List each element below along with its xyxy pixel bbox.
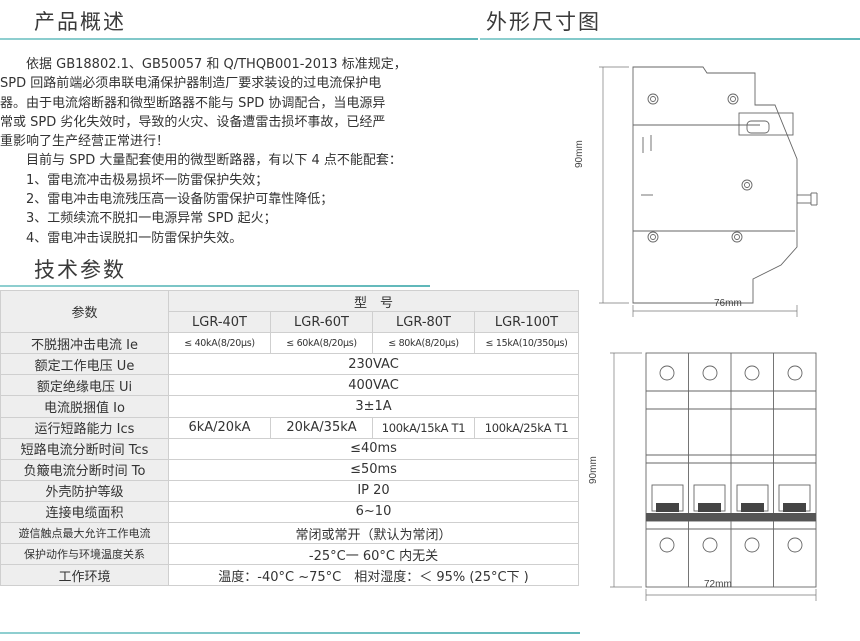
row-label: 保护动作与环境温度关系 bbox=[0, 543, 169, 566]
dimensions-title-rule bbox=[480, 38, 860, 40]
front-view-height-label: 90mm bbox=[588, 456, 599, 484]
toggle-handle bbox=[656, 503, 679, 512]
table-row: 短路电流分断时间 Tcs ≤40ms bbox=[0, 437, 580, 460]
terminal-screw bbox=[702, 537, 718, 553]
table-cell: ≤ 60kA(8/20μs) bbox=[270, 332, 373, 355]
model-cell: LGR-100T bbox=[473, 311, 580, 334]
toggle-handle bbox=[698, 503, 721, 512]
terminal-screw bbox=[744, 537, 760, 553]
terminal-screw bbox=[702, 365, 718, 381]
front-view-width-label: 72mm bbox=[704, 579, 732, 590]
model-cell: LGR-60T bbox=[270, 311, 373, 334]
table-row: 额定工作电压 Ue 230VAC bbox=[0, 353, 580, 376]
overview-text: 依据 GB18802.1、GB50057 和 Q/THQB001-2013 标准… bbox=[0, 55, 480, 248]
bottom-rule bbox=[0, 632, 580, 634]
table-cell: 400VAC bbox=[167, 374, 580, 397]
table-row: 外壳防护等级 IP 20 bbox=[0, 479, 580, 502]
table-cell: 常闭或常开（默认为常闭） bbox=[167, 522, 580, 545]
overview-line: 目前与 SPD 大量配套使用的微型断路器，有以下 4 点不能配套： bbox=[26, 153, 402, 169]
row-label: 遊信触点最大允许工作电流 bbox=[0, 522, 169, 545]
terminal-screw bbox=[787, 537, 803, 553]
params-title-rule bbox=[0, 285, 430, 287]
row-label: 连接电缆面积 bbox=[0, 500, 169, 524]
table-cell: ≤40ms bbox=[167, 437, 580, 460]
table-cell: 温度：-40°C ~75°C 相对湿度：＜ 95% (25°C下 ) bbox=[167, 564, 580, 587]
terminal-screw bbox=[659, 365, 675, 381]
table-cell: ≤ 15kA(10/350μs) bbox=[473, 332, 580, 355]
screw-hole bbox=[731, 231, 743, 243]
table-cell: 100kA/25kA T1 bbox=[473, 416, 580, 439]
terminal-screw bbox=[787, 365, 803, 381]
table-cell: 20kA/35kA bbox=[270, 416, 373, 439]
table-cell: ≤ 40kA(8/20μs) bbox=[168, 332, 271, 355]
side-view-drawing bbox=[599, 66, 818, 317]
table-row: 负簸电流分断时间 To ≤50ms bbox=[0, 458, 580, 481]
overview-list-item: 1、雷电流冲击极易损坏一防雷保护失效； bbox=[26, 172, 269, 188]
side-view-outline bbox=[632, 66, 798, 304]
overview-line: 常或 SPD 劣化失效时，导致的火灾、设备遭雷击损坏事故，已经严 bbox=[0, 114, 386, 130]
side-view-height-label: 90mm bbox=[574, 140, 585, 168]
table-cell: ≤50ms bbox=[167, 458, 580, 481]
terminal-screw bbox=[744, 365, 760, 381]
overview-title: 产品概述 bbox=[34, 10, 126, 34]
row-label: 电流脱捆值 Io bbox=[0, 395, 169, 418]
table-cell: IP 20 bbox=[167, 479, 580, 502]
terminal-screw bbox=[659, 537, 675, 553]
row-label: 额定工作电压 Ue bbox=[0, 353, 169, 376]
screw-hole bbox=[741, 179, 753, 191]
table-row: 保护动作与环境温度关系 -25°C一 60°C 内无关 bbox=[0, 543, 580, 566]
table-cell: 230VAC bbox=[167, 353, 580, 376]
model-cell: LGR-80T bbox=[372, 311, 475, 334]
overview-list-item: 3、工频续流不脱扣一电源异常 SPD 起火； bbox=[26, 211, 277, 227]
row-label: 额定绝缘电压 Ui bbox=[0, 374, 169, 397]
table-row: 连接电缆面积 6~10 bbox=[0, 500, 580, 524]
screw-hole bbox=[647, 93, 659, 105]
screw-hole bbox=[647, 231, 659, 243]
row-label: 运行短路能力 Ics bbox=[0, 416, 169, 439]
side-view-width-label: 76mm bbox=[714, 298, 742, 309]
table-header-row: 参数 型 号 bbox=[0, 289, 580, 334]
table-cell: 3±1A bbox=[167, 395, 580, 418]
overview-line: 器。由于电流熔断器和微型断路器不能与 SPD 协调配合，当电源异 bbox=[0, 95, 386, 111]
table-cell: -25°C一 60°C 内无关 bbox=[167, 543, 580, 566]
overview-title-rule bbox=[0, 38, 478, 40]
table-cell: 6~10 bbox=[167, 500, 580, 524]
din-rail-bar bbox=[646, 513, 816, 521]
row-label: 负簸电流分断时间 To bbox=[0, 458, 169, 481]
overview-line: 依据 GB18802.1、GB50057 和 Q/THQB001-2013 标准… bbox=[26, 57, 407, 72]
dimensions-title: 外形尺寸图 bbox=[486, 10, 601, 34]
row-label: 短路电流分断时间 Tcs bbox=[0, 437, 169, 460]
model-header-cell: 型 号 bbox=[167, 289, 580, 313]
overview-list-item: 4、雷电冲击误脱扣一防雷保护失效。 bbox=[26, 230, 243, 246]
toggle-handle bbox=[783, 503, 806, 512]
row-label: 外壳防护等级 bbox=[0, 479, 169, 502]
params-title: 技术参数 bbox=[34, 258, 126, 282]
screw-hole bbox=[727, 93, 739, 105]
model-row: LGR-40T LGR-60T LGR-80T LGR-100T bbox=[1, 311, 580, 334]
row-label: 不脱捆冲击电流 Ie bbox=[0, 332, 169, 355]
table-row: 遊信触点最大允许工作电流 常闭或常开（默认为常闭） bbox=[0, 522, 580, 545]
table-cell: 6kA/20kA bbox=[168, 416, 271, 439]
parameter-table: 参数 型 号 LGR-40T LGR-60T LGR-80T LGR-100T … bbox=[0, 289, 580, 587]
table-cell: 100kA/15kA T1 bbox=[372, 416, 475, 439]
overview-line: 重影响了生产经营正常进行！ bbox=[0, 134, 170, 150]
table-row: 电流脱捆值 Io 3±1A bbox=[0, 395, 580, 418]
row-label: 工作环境 bbox=[0, 564, 169, 587]
overview-line: SPD 回路前端必须串联电涌保护器制造厂要求装设的过电流保护电 bbox=[0, 76, 382, 92]
model-cell: LGR-40T bbox=[168, 311, 271, 334]
front-view-drawing bbox=[610, 352, 817, 601]
param-header-cell: 参数 bbox=[0, 289, 169, 334]
table-row: 不脱捆冲击电流 Ie ≤ 40kA(8/20μs) ≤ 60kA(8/20μs)… bbox=[0, 332, 580, 355]
table-row: 运行短路能力 Ics 6kA/20kA 20kA/35kA 100kA/15kA… bbox=[0, 416, 580, 439]
table-row: 额定绝缘电压 Ui 400VAC bbox=[0, 374, 580, 397]
table-row: 工作环境 温度：-40°C ~75°C 相对湿度：＜ 95% (25°C下 ) bbox=[0, 564, 580, 587]
toggle-handle bbox=[741, 503, 764, 512]
overview-list-item: 2、雷电冲击电流残压高一设备防雷保护可靠性降低； bbox=[26, 192, 334, 208]
table-cell: ≤ 80kA(8/20μs) bbox=[372, 332, 475, 355]
